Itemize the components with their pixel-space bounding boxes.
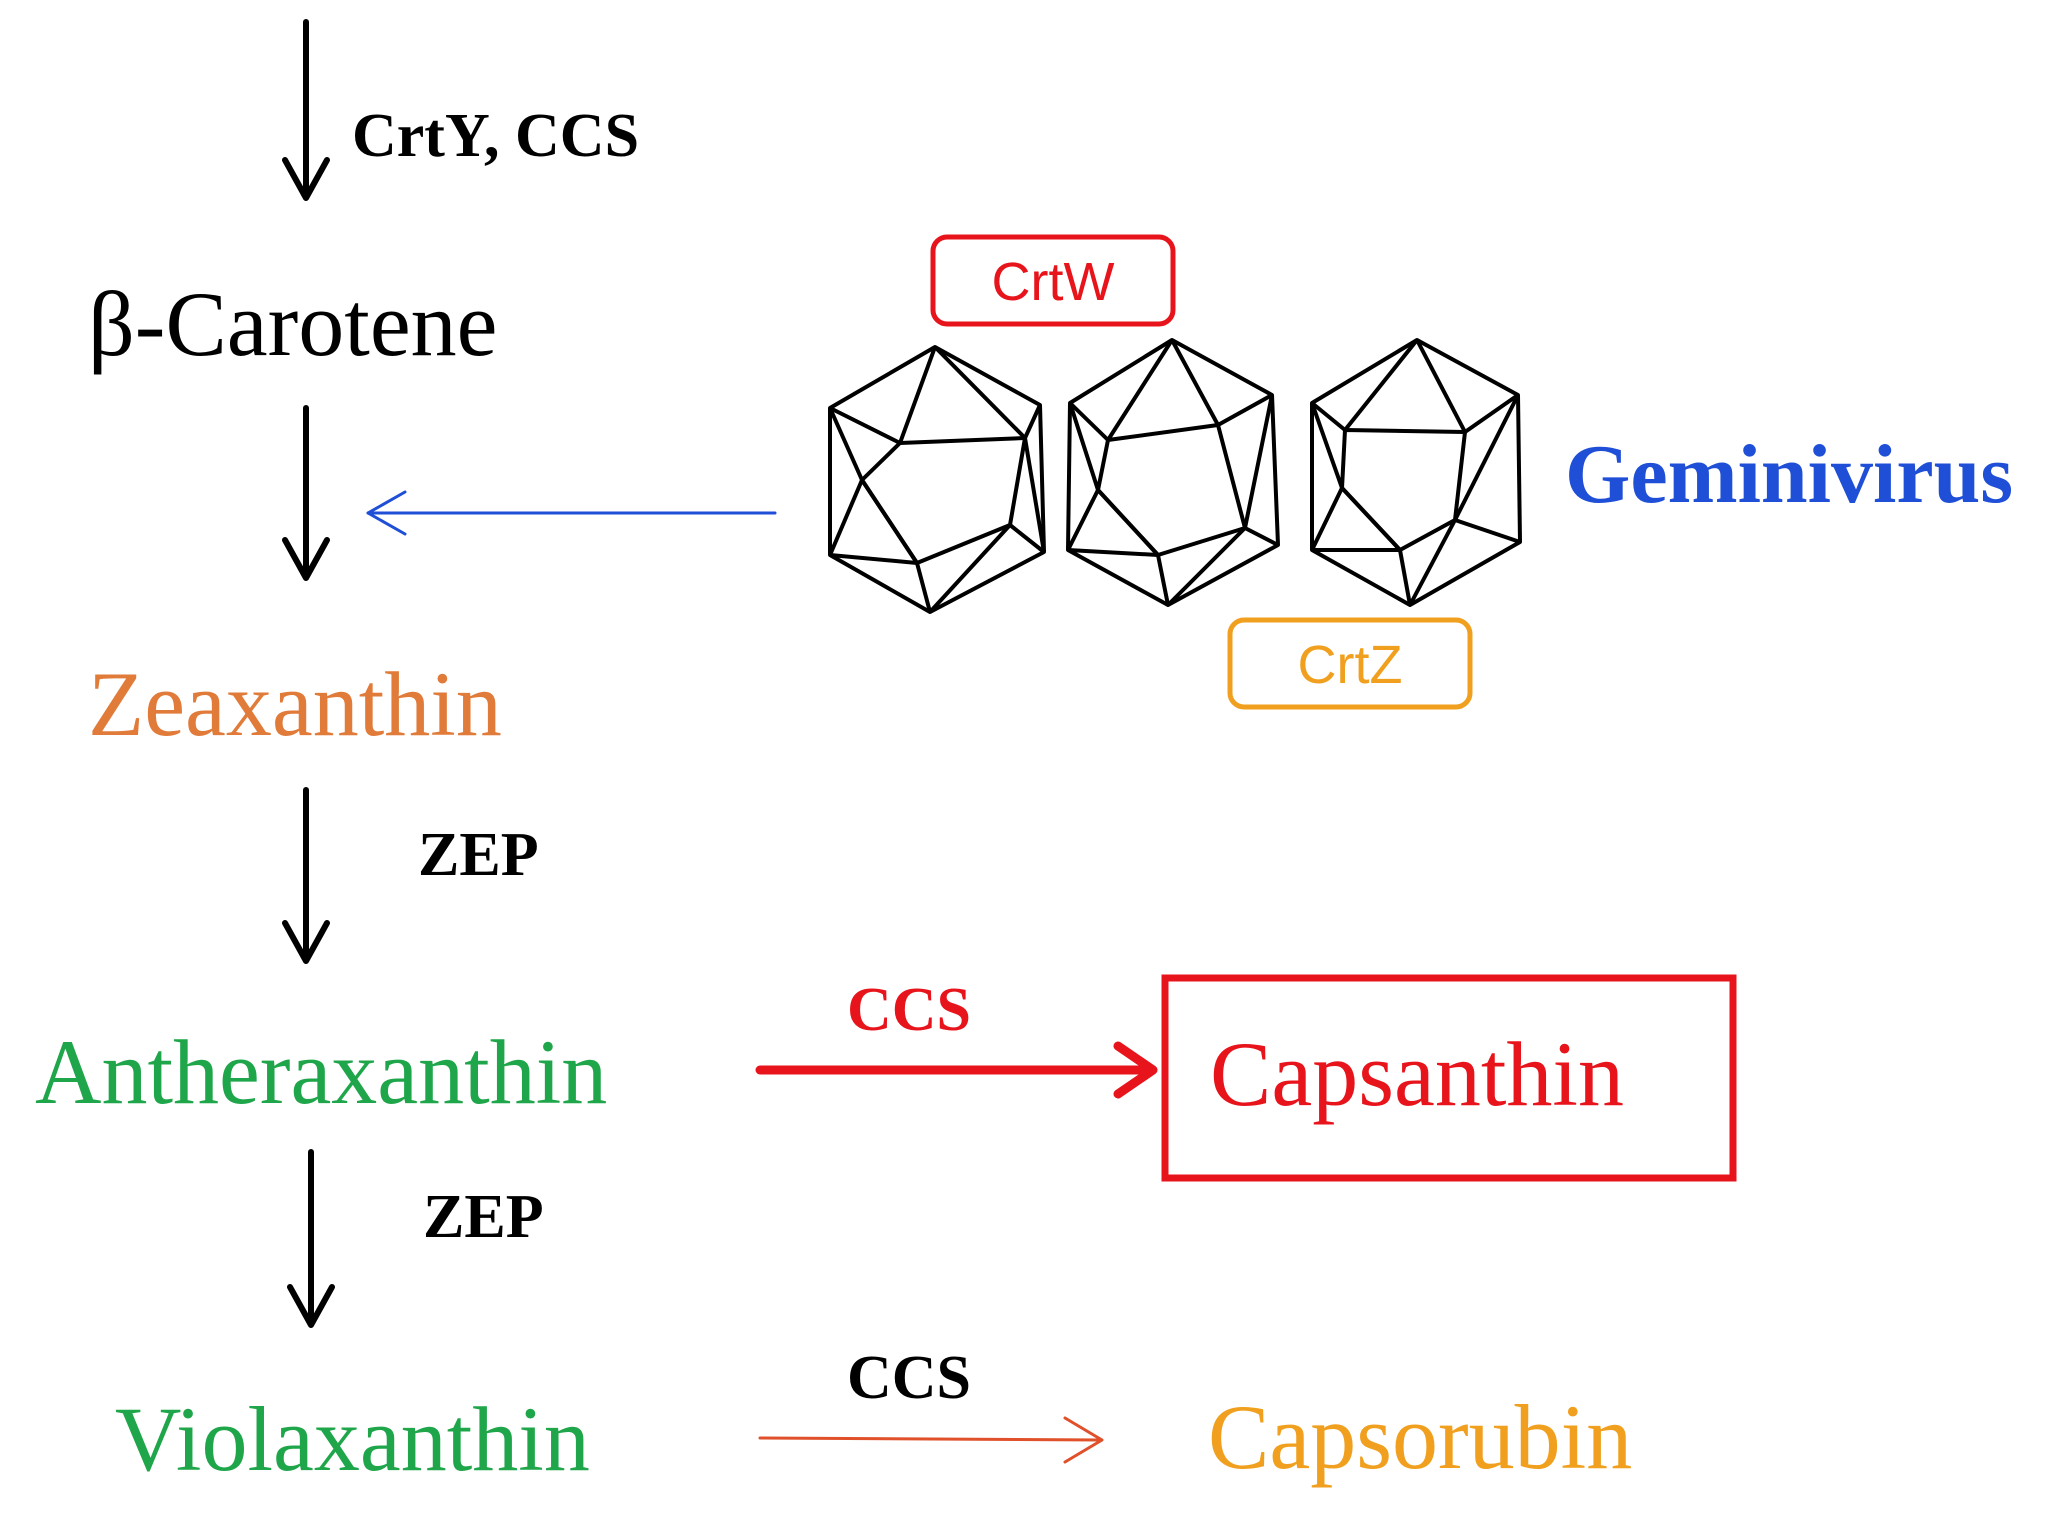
enzyme-ccs-capsanthin: CCS: [847, 976, 971, 1044]
virus-label: Geminivirus: [1565, 428, 2013, 521]
compound-capsorubin: Capsorubin: [1208, 1386, 1632, 1488]
capsanthin-arrow: [755, 1041, 1158, 1099]
arrow-to-zeaxanthin: [282, 405, 330, 581]
enzyme-zep-2: ZEP: [423, 1183, 544, 1251]
capsanthin-box: [1161, 974, 1737, 1182]
enzyme-zep-1: ZEP: [418, 821, 539, 889]
crtz-box: [1227, 617, 1473, 710]
gene-crtw: CrtW: [992, 252, 1115, 312]
enzyme-ccs-capsorubin: CCS: [847, 1344, 971, 1412]
compound-beta-carotene: β-Carotene: [88, 273, 498, 375]
virus-arrow: [366, 490, 777, 536]
compound-zeaxanthin: Zeaxanthin: [88, 653, 502, 755]
arrow-to-violaxanthin: [287, 1149, 335, 1328]
crtw-box: [930, 234, 1176, 327]
virus-particle-icon-1: [828, 345, 1046, 614]
gene-crtz: CrtZ: [1298, 635, 1403, 695]
enzyme-crty-ccs: CrtY, CCS: [352, 102, 639, 170]
arrow-to-antheraxanthin: [282, 787, 330, 964]
virus-particle-icon-2: [1066, 338, 1280, 607]
capsorubin-arrow: [758, 1416, 1104, 1464]
compound-capsanthin: Capsanthin: [1210, 1023, 1624, 1125]
virus-particle-icon-3: [1310, 338, 1522, 607]
compound-antheraxanthin: Antheraxanthin: [35, 1021, 607, 1123]
compound-violaxanthin: Violaxanthin: [115, 1388, 590, 1490]
arrow-to-beta-carotene: [282, 19, 330, 201]
